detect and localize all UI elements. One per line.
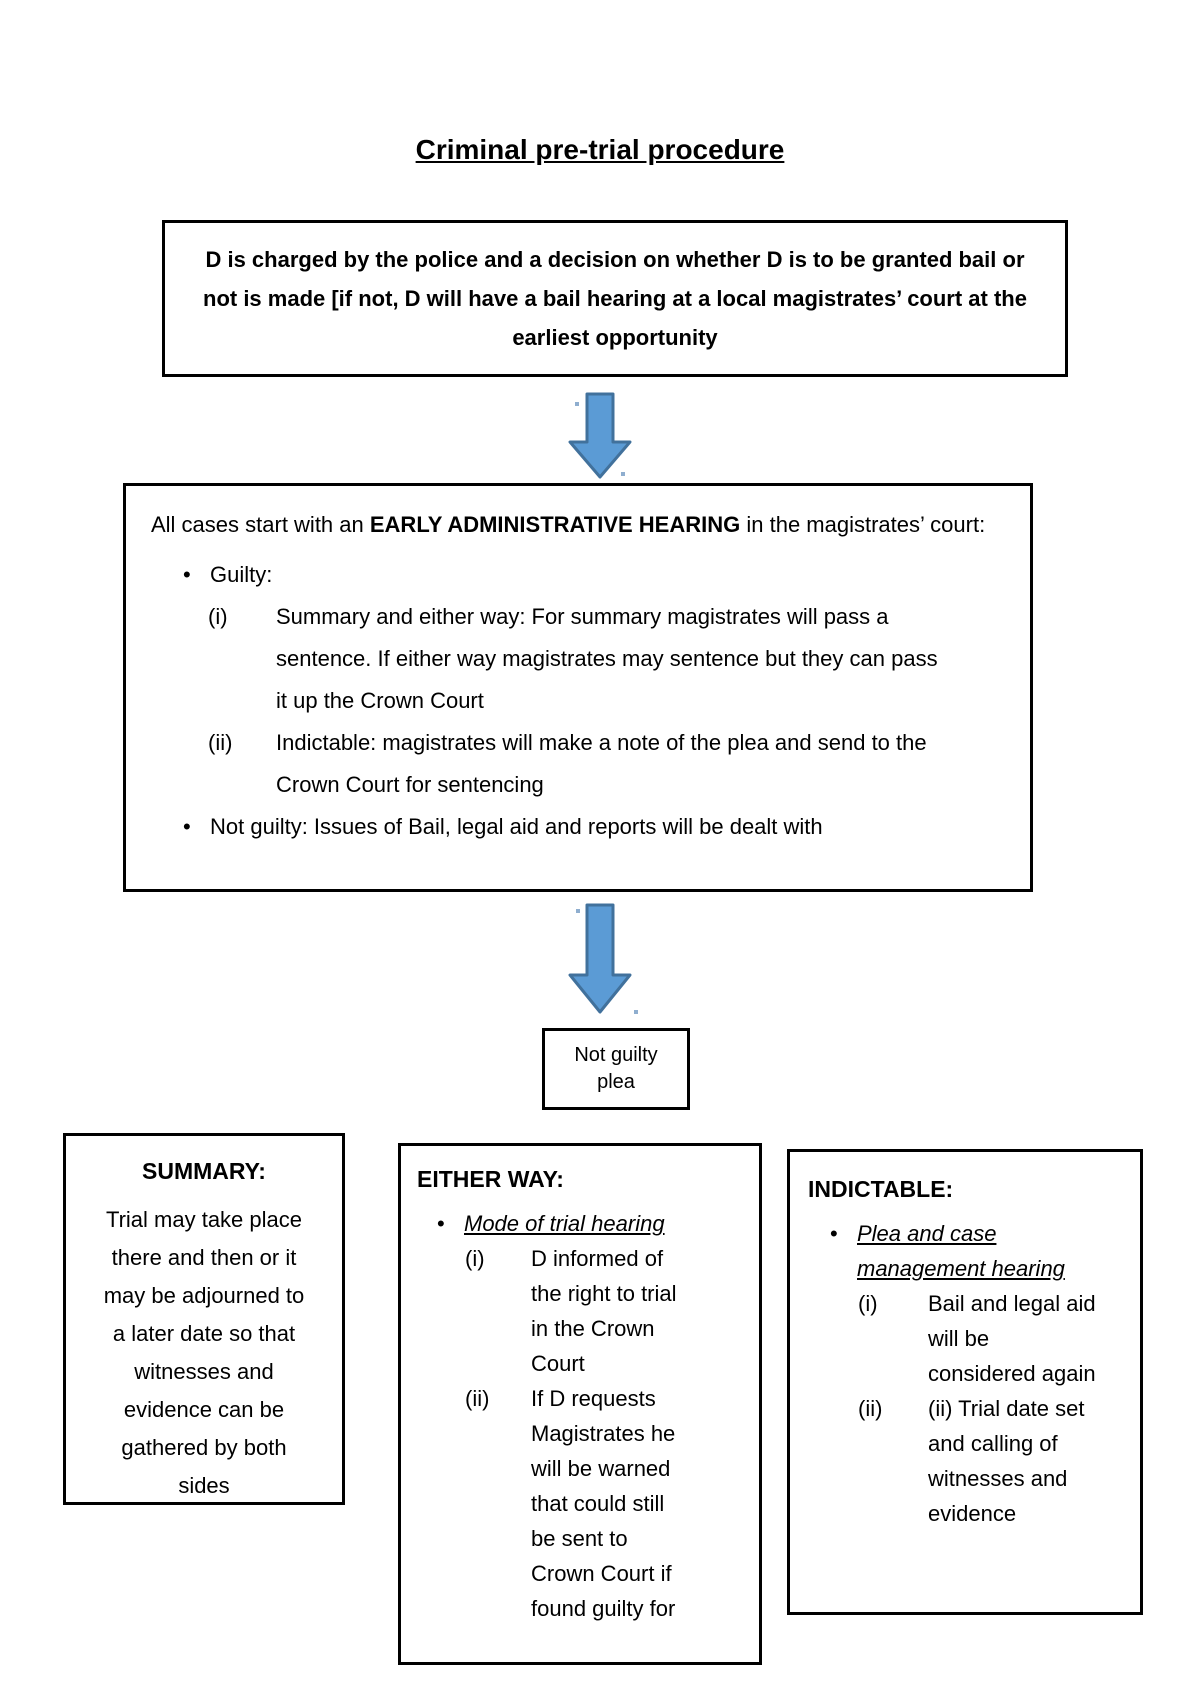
- hearing-intro-bold: EARLY ADMINISTRATIVE HEARING: [369, 512, 741, 537]
- not-guilty-label: Not guilty: Issues of Bail, legal aid an…: [210, 814, 823, 839]
- list-item-text: Indictable: magistrates will make a note…: [276, 730, 927, 797]
- down-arrow-icon: [568, 392, 632, 479]
- page-title: Criminal pre-trial procedure: [415, 134, 785, 165]
- guilty-bullet-item: • Guilty:: [179, 554, 1016, 596]
- bullet-icon: •: [183, 814, 191, 839]
- mode-of-trial-label: Mode of trial hearing: [464, 1211, 665, 1236]
- hearing-intro-post: in the magistrates’ court:: [740, 512, 986, 537]
- list-item-text: If D requests Magistrates he will be war…: [531, 1386, 676, 1621]
- bullet-icon: •: [183, 562, 191, 587]
- charge-box-text: D is charged by the police and a decisio…: [203, 247, 1027, 350]
- down-arrow-icon: [568, 903, 632, 1014]
- mode-of-trial-bullet-item: • Mode of trial hearing: [433, 1206, 749, 1241]
- summary-heading: SUMMARY:: [142, 1158, 266, 1184]
- early-admin-hearing-box: All cases start with an EARLY ADMINISTRA…: [123, 483, 1033, 892]
- list-item: (ii) Indictable: magistrates will make a…: [208, 722, 1016, 806]
- artifact-dot: [576, 909, 580, 913]
- either-way-box: EITHER WAY: • Mode of trial hearing (i) …: [398, 1143, 762, 1665]
- list-item-number: (ii): [208, 730, 233, 755]
- list-item: (ii) (ii) Trial date set and calling of …: [858, 1391, 1130, 1531]
- indictable-heading: INDICTABLE:: [808, 1176, 954, 1202]
- either-way-heading: EITHER WAY:: [417, 1166, 564, 1192]
- list-item-text: D informed of the right to trial in the …: [531, 1246, 677, 1376]
- artifact-dot: [621, 472, 625, 476]
- not-guilty-bullet-item: • Not guilty: Issues of Bail, legal aid …: [179, 806, 1016, 848]
- not-guilty-plea-text: Not guilty plea: [574, 1044, 658, 1093]
- list-item-number: (i): [208, 604, 228, 629]
- list-item-text: (ii) Trial date set and calling of witne…: [928, 1396, 1085, 1526]
- plea-case-management-label: Plea and case management hearing: [857, 1221, 1065, 1281]
- list-item: (i) Summary and either way: For summary …: [208, 596, 1016, 722]
- guilty-label: Guilty:: [210, 562, 273, 587]
- list-item-number: (ii): [858, 1396, 883, 1421]
- list-item: (ii) If D requests Magistrates he will b…: [465, 1381, 749, 1626]
- not-guilty-plea-box: Not guilty plea: [542, 1028, 690, 1110]
- summary-box: SUMMARY: Trial may take place there and …: [63, 1133, 345, 1505]
- summary-body: Trial may take place there and then or i…: [103, 1207, 305, 1498]
- list-item-number: (i): [465, 1246, 485, 1271]
- list-item-text: Bail and legal aid will be considered ag…: [928, 1291, 1096, 1386]
- hearing-intro: All cases start with an EARLY ADMINISTRA…: [151, 504, 1001, 546]
- bullet-icon: •: [437, 1211, 445, 1236]
- charge-box: D is charged by the police and a decisio…: [162, 220, 1068, 377]
- indictable-box: INDICTABLE: • Plea and case management h…: [787, 1149, 1143, 1615]
- plea-case-management-bullet-item: • Plea and case management hearing: [826, 1216, 1130, 1286]
- list-item-text: Summary and either way: For summary magi…: [276, 604, 938, 713]
- list-item: (i) Bail and legal aid will be considere…: [858, 1286, 1130, 1391]
- list-item: (i) D informed of the right to trial in …: [465, 1241, 749, 1381]
- artifact-dot: [634, 1010, 638, 1014]
- bullet-icon: •: [830, 1221, 838, 1246]
- list-item-number: (ii): [465, 1386, 490, 1411]
- hearing-intro-pre: All cases start with an: [151, 512, 370, 537]
- list-item-number: (i): [858, 1291, 878, 1316]
- artifact-dot: [575, 402, 579, 406]
